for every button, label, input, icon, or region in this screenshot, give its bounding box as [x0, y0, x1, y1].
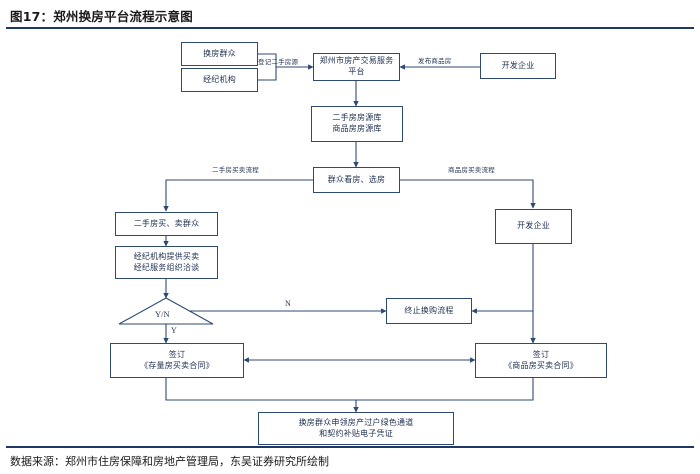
node-label: 经纪机构	[203, 74, 236, 84]
footer-divider	[6, 446, 694, 448]
figure-source: 数据来源：郑州市住房保障和房地产管理局，东吴证券研究所绘制	[10, 455, 329, 468]
node-label: 换房群众	[203, 48, 236, 58]
node-label: 签订 《存量房买卖合同》	[140, 349, 214, 370]
node-label: 群众看房、选房	[327, 174, 386, 184]
node-label: 签订 《商品房买卖合同》	[504, 349, 578, 370]
node-label: 二手房买、卖群众	[133, 218, 200, 228]
edge-label-secondhand-flow: 二手房买卖流程	[212, 166, 259, 174]
node-jingji-fuwu[interactable]: 经纪机构提供买卖 经纪服务组织洽谈	[115, 246, 218, 279]
node-label: 换房群众申领房产过户绿色通道 和契约补贴电子凭证	[298, 417, 414, 438]
node-kaifa-qiye-top[interactable]: 开发企业	[480, 53, 556, 79]
node-label: 终止换购流程	[404, 305, 454, 315]
node-kanfang-xuanfang[interactable]: 群众看房、选房	[313, 167, 400, 193]
node-label: 开发企业	[501, 60, 535, 70]
node-zhongzhi-liucheng[interactable]: 终止换购流程	[386, 298, 472, 324]
node-lvse-tongdao[interactable]: 换房群众申领房产过户绿色通道 和契约补贴电子凭证	[258, 412, 454, 445]
node-label: 开发企业	[517, 221, 550, 231]
node-label: 郑州市房产交易服务平台	[319, 56, 394, 76]
edge-label-register: 登记二手房源	[258, 58, 299, 66]
node-kaifa-qiye-right[interactable]: 开发企业	[495, 209, 572, 244]
node-jingji-jigou[interactable]: 经纪机构	[181, 68, 258, 92]
node-cunliangfang-hetong[interactable]: 签订 《存量房买卖合同》	[110, 343, 244, 378]
node-label: 二手房房源库 商品房房源库	[332, 113, 382, 133]
node-label: 经纪机构提供买卖 经纪服务组织洽谈	[133, 251, 200, 272]
decision-triangle-label: Y/N	[155, 309, 170, 319]
edge-label-publish: 发布商品房	[418, 57, 452, 65]
decision-triangle-shape	[118, 297, 214, 325]
branch-label-yes: Y	[171, 326, 177, 335]
header-divider	[6, 27, 694, 29]
branch-label-no: N	[285, 299, 291, 308]
node-fangyuan-ku[interactable]: 二手房房源库 商品房房源库	[311, 106, 403, 142]
edge-label-newhome-flow: 商品房买卖流程	[448, 166, 495, 174]
node-ershoufang-qunzhong[interactable]: 二手房买、卖群众	[115, 212, 218, 236]
page-title: 图17：郑州换房平台流程示意图	[10, 9, 193, 24]
flowchart-connectors	[118, 53, 536, 413]
node-huanfang-qunzhong[interactable]: 换房群众	[181, 42, 258, 66]
flowchart-canvas: 换房群众 经纪机构 郑州市房产交易服务平台 开发企业 二手房房源库 商品房房源库…	[0, 30, 700, 445]
figure-header: 图17：郑州换房平台流程示意图	[0, 0, 700, 30]
node-platform[interactable]: 郑州市房产交易服务平台	[313, 53, 400, 81]
node-shangpinfang-hetong[interactable]: 签订 《商品房买卖合同》	[475, 343, 607, 378]
